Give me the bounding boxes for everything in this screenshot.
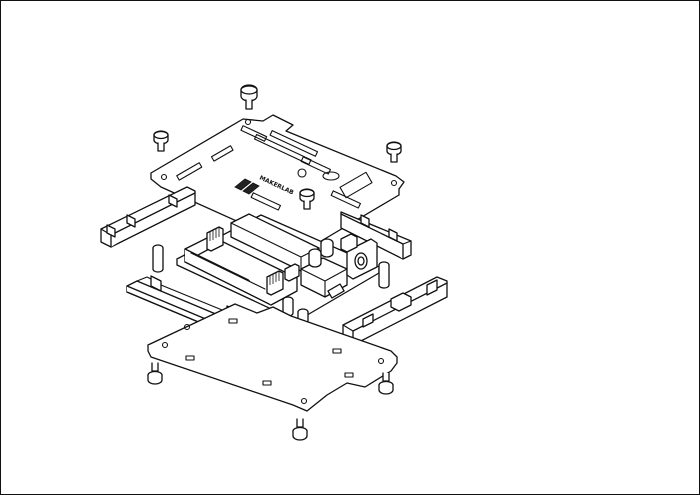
header-pins: [206, 226, 284, 296]
standoff: [152, 244, 164, 273]
left-side-rail: [100, 186, 196, 248]
bottom-screw: [292, 418, 308, 441]
bottom-plate: [147, 303, 398, 412]
top-screw: [299, 188, 315, 210]
top-screw: [240, 84, 258, 110]
top-screw: [153, 130, 169, 152]
bottom-screw: [147, 362, 163, 385]
logo-icon: [234, 178, 260, 195]
bottom-side-rail: [342, 276, 448, 346]
circuit-board: [176, 213, 380, 322]
top-screw: [386, 141, 402, 163]
standoff: [378, 261, 390, 289]
right-side-rail: [340, 211, 412, 260]
bottom-screw: [378, 372, 394, 395]
